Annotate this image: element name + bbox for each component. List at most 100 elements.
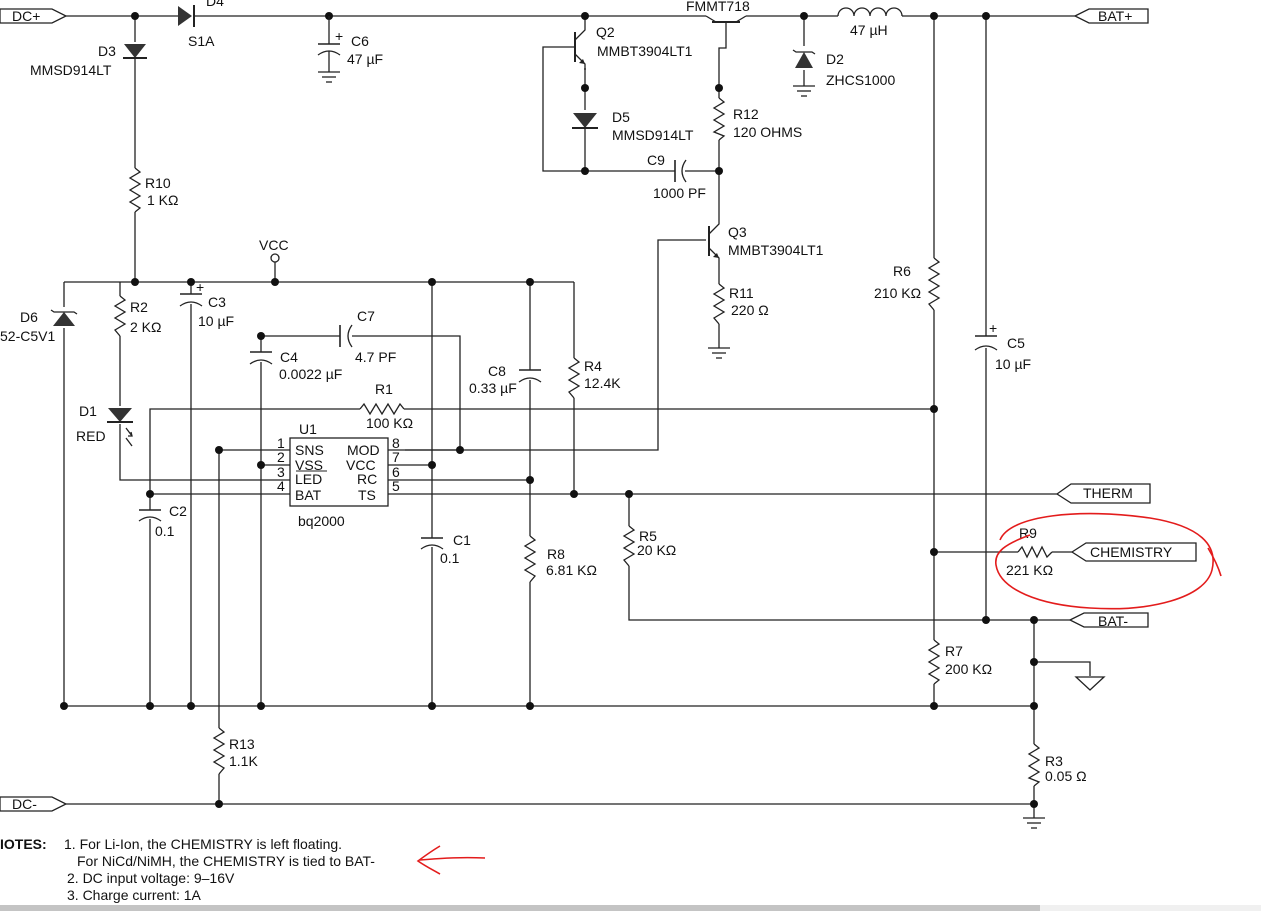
notes-block: IOTES: 1. For Li-Ion, the CHEMISTRY is l…: [0, 836, 375, 903]
svg-text:MMBT3904LT1: MMBT3904LT1: [597, 43, 693, 59]
transistor-q1: FMMT718: [686, 0, 750, 28]
note-1: 1. For Li-Ion, the CHEMISTRY is left flo…: [64, 836, 342, 852]
svg-text:D2: D2: [826, 51, 844, 67]
resistor-r7: R7 200 KΩ: [927, 639, 992, 685]
capacitor-c4: C4 0.0022 µF: [249, 349, 342, 382]
resistor-r13: R13 1.1K: [212, 727, 258, 775]
transistor-q3: Q3 MMBT3904LT1: [708, 220, 824, 260]
zener-d6: D6 52-C5V1: [0, 309, 78, 344]
svg-text:7: 7: [392, 449, 400, 465]
port-bat-plus: BAT+: [1073, 8, 1149, 24]
svg-text:0.33 µF: 0.33 µF: [469, 380, 517, 396]
svg-text:R5: R5: [639, 528, 657, 544]
capacitor-c2: C2 0.1: [138, 503, 187, 539]
svg-text:12.4K: 12.4K: [584, 375, 621, 391]
svg-text:R6: R6: [893, 263, 911, 279]
resistor-r4: R4 12.4K: [567, 357, 621, 399]
red-circle-annotation: [995, 512, 1222, 610]
scrollbar-thumb[interactable]: [0, 905, 1040, 911]
ground-r3: [1023, 817, 1045, 829]
port-dc-minus-label: DC-: [12, 796, 37, 812]
svg-text:0.0022 µF: 0.0022 µF: [279, 366, 342, 382]
ground-c6: [318, 71, 340, 83]
svg-text:47 µF: 47 µF: [347, 51, 383, 67]
diode-d4: D4 S1A: [178, 0, 224, 49]
svg-text:C7: C7: [357, 308, 375, 324]
svg-text:LED: LED: [295, 471, 322, 487]
zener-d2: D2 ZHCS1000: [792, 49, 895, 88]
svg-text:C6: C6: [351, 33, 369, 49]
svg-text:220 Ω: 220 Ω: [731, 302, 769, 318]
resistor-r10: R10 1 KΩ: [128, 167, 178, 213]
svg-text:3: 3: [277, 464, 285, 480]
led-d1: D1 RED: [76, 403, 133, 447]
svg-text:R8: R8: [547, 546, 565, 562]
svg-text:D6: D6: [20, 309, 38, 325]
svg-text:R11: R11: [729, 285, 754, 301]
svg-text:D3: D3: [98, 43, 116, 59]
svg-text:MMSD914LT: MMSD914LT: [30, 62, 112, 78]
svg-text:C4: C4: [280, 349, 298, 365]
svg-text:200 KΩ: 200 KΩ: [945, 661, 992, 677]
port-chemistry: CHEMISTRY: [1070, 542, 1197, 562]
notes-heading: IOTES:: [0, 836, 47, 852]
note-1b: For NiCd/NiMH, the CHEMISTRY is tied to …: [77, 853, 375, 869]
horizontal-scrollbar[interactable]: [0, 905, 1261, 911]
svg-text:C2: C2: [169, 503, 187, 519]
svg-text:R1: R1: [375, 381, 393, 397]
resistor-r3: R3 0.05 Ω: [1027, 743, 1087, 787]
resistor-r5: R5 20 KΩ: [622, 525, 676, 567]
port-chemistry-label: CHEMISTRY: [1090, 544, 1173, 560]
svg-text:RC: RC: [357, 471, 377, 487]
resistor-r8: R8 6.81 KΩ: [523, 535, 597, 583]
svg-text:C5: C5: [1007, 335, 1025, 351]
svg-text:20 KΩ: 20 KΩ: [637, 542, 676, 558]
svg-text:5: 5: [392, 478, 400, 494]
ground-r11: [708, 347, 730, 359]
capacitor-c9: C9 1000 PF: [647, 152, 706, 201]
svg-text:+: +: [196, 279, 204, 295]
svg-text:ZHCS1000: ZHCS1000: [826, 72, 895, 88]
svg-text:4.7 PF: 4.7 PF: [355, 349, 396, 365]
svg-text:52-C5V1: 52-C5V1: [0, 328, 55, 344]
svg-text:47 µH: 47 µH: [850, 22, 888, 38]
resistor-r12: R12 120 OHMS: [712, 97, 802, 141]
port-therm: THERM: [1055, 483, 1151, 504]
svg-text:1000 PF: 1000 PF: [653, 185, 706, 201]
svg-text:Q3: Q3: [728, 224, 747, 240]
resistor-r11: R11 220 Ω: [712, 283, 769, 325]
svg-text:2 KΩ: 2 KΩ: [130, 319, 161, 335]
svg-text:Q2: Q2: [596, 24, 615, 40]
svg-text:D4: D4: [206, 0, 224, 9]
svg-text:0.1: 0.1: [440, 550, 460, 566]
capacitor-c8: C8 0.33 µF: [469, 363, 542, 396]
svg-text:MMBT3904LT1: MMBT3904LT1: [728, 242, 824, 258]
port-bat-plus-label: BAT+: [1098, 8, 1132, 24]
wires: [63, 15, 1091, 818]
svg-text:RED: RED: [76, 428, 106, 444]
note-3: 3. Charge current: 1A: [67, 887, 202, 903]
svg-text:1 KΩ: 1 KΩ: [147, 192, 178, 208]
svg-text:MOD: MOD: [347, 442, 380, 458]
svg-text:bq2000: bq2000: [298, 513, 345, 529]
svg-text:U1: U1: [299, 421, 317, 437]
svg-text:10 µF: 10 µF: [198, 313, 234, 329]
svg-text:R12: R12: [733, 106, 759, 122]
svg-text:+: +: [335, 28, 343, 44]
svg-text:D5: D5: [612, 109, 630, 125]
svg-text:4: 4: [277, 478, 285, 494]
resistor-r2: R2 2 KΩ: [113, 295, 161, 337]
svg-text:R10: R10: [145, 175, 171, 191]
svg-text:210 KΩ: 210 KΩ: [874, 285, 921, 301]
svg-text:6.81 KΩ: 6.81 KΩ: [546, 562, 597, 578]
svg-text:VCC: VCC: [346, 457, 376, 473]
junctions: [60, 12, 1038, 808]
red-arrow-annotation: [416, 845, 486, 875]
ground-triangle: [1074, 676, 1106, 691]
svg-text:10 µF: 10 µF: [995, 356, 1031, 372]
svg-text:R2: R2: [130, 299, 148, 315]
svg-text:1: 1: [277, 435, 285, 451]
svg-text:MMSD914LT: MMSD914LT: [612, 127, 694, 143]
capacitor-c5: + C5 10 µF: [974, 320, 1031, 372]
